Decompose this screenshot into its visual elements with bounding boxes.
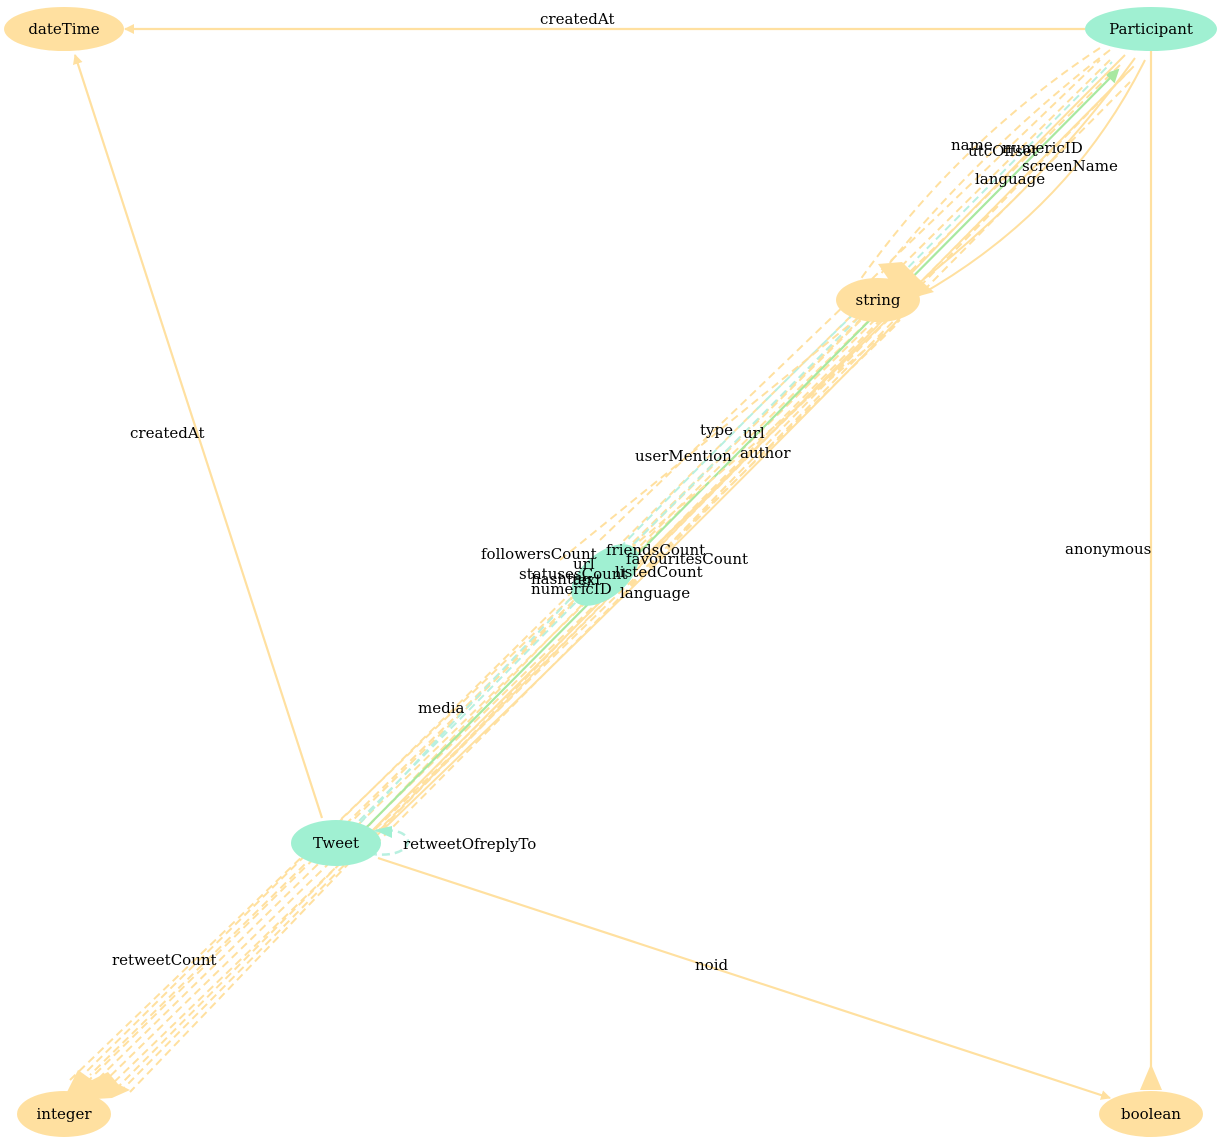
node-string-label: string bbox=[856, 291, 901, 309]
mid-cluster-shape bbox=[571, 544, 639, 606]
node-integer[interactable]: integer bbox=[17, 1091, 111, 1137]
label-url-mid: url bbox=[573, 555, 595, 573]
label-type: type bbox=[700, 421, 733, 439]
label-text: text bbox=[572, 571, 601, 589]
label-author: author bbox=[740, 444, 791, 462]
label-numericid-top: numericID bbox=[1002, 139, 1083, 157]
label-retweetcount: retweetCount bbox=[112, 951, 217, 969]
label-numericid-mid: numericID bbox=[531, 580, 612, 598]
label-followerscount: followersCount bbox=[481, 545, 597, 563]
label-url-top: url bbox=[743, 424, 765, 442]
node-datetime-label: dateTime bbox=[28, 20, 99, 38]
label-participant-createdat: createdAt bbox=[540, 10, 615, 28]
label-language-mid: language bbox=[620, 584, 690, 602]
label-utcoffset: utcOffset bbox=[968, 142, 1038, 160]
label-noid: noid bbox=[695, 956, 728, 974]
node-string[interactable]: string bbox=[836, 278, 920, 322]
label-screenname: screenName bbox=[1022, 157, 1118, 175]
label-usermention: userMention bbox=[635, 447, 732, 465]
node-tweet[interactable]: Tweet bbox=[291, 820, 381, 866]
label-statusescount: statusesCount bbox=[519, 565, 628, 583]
self-loop-arrow bbox=[374, 826, 392, 838]
integer-arrowheads bbox=[66, 1070, 130, 1100]
label-tweet-createdat: createdAt bbox=[130, 424, 205, 442]
label-hashtag: hashtag bbox=[531, 570, 592, 588]
label-name: name bbox=[951, 136, 993, 154]
edges-participant-string bbox=[859, 47, 1146, 296]
node-participant-label: Participant bbox=[1109, 20, 1193, 38]
label-favouritescount: favouritesCount bbox=[626, 550, 748, 568]
edge-noid bbox=[377, 856, 1111, 1100]
edge-tweet-createdat bbox=[73, 54, 324, 819]
label-anonymous: anonymous bbox=[1065, 540, 1151, 558]
label-language-top: language bbox=[975, 170, 1045, 188]
node-boolean-label: boolean bbox=[1121, 1105, 1181, 1123]
node-integer-label: integer bbox=[36, 1105, 92, 1123]
string-arrowheads bbox=[878, 262, 934, 298]
label-listedcount: listedCount bbox=[615, 563, 703, 581]
node-boolean[interactable]: boolean bbox=[1099, 1091, 1203, 1137]
node-participant[interactable]: Participant bbox=[1085, 7, 1217, 51]
edges bbox=[66, 24, 1162, 1100]
node-datetime[interactable]: dateTime bbox=[4, 7, 124, 51]
edge-anonymous-arrow bbox=[1140, 1064, 1162, 1090]
node-tweet-label: Tweet bbox=[313, 834, 359, 852]
label-media: media bbox=[418, 699, 465, 717]
label-friendscount: friendsCount bbox=[606, 541, 705, 559]
edge-labels: createdAt createdAt anonymous noid retwe… bbox=[112, 10, 1151, 974]
label-retweetof-replyto: retweetOfreplyTo bbox=[403, 835, 536, 853]
